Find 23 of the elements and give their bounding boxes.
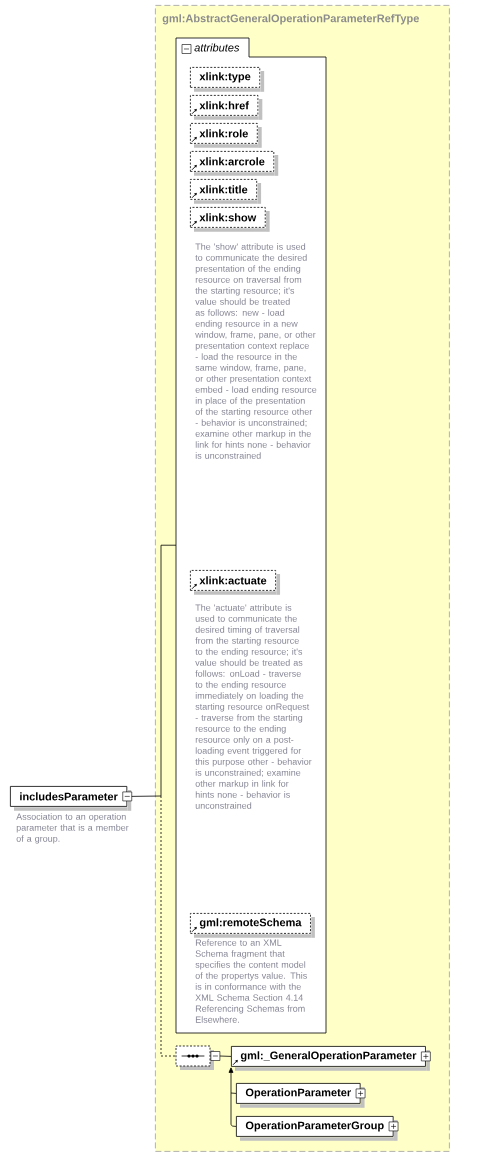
attribute-box: gml:remoteSchema — [190, 913, 315, 938]
arrow — [228, 1067, 234, 1094]
connector-line — [230, 1092, 237, 1094]
attribute-box: xlink:show — [190, 207, 270, 232]
attribute-box: xlink:arcrole — [190, 151, 279, 176]
connector-line — [131, 795, 162, 797]
element-box: OperationParameter — [236, 1083, 365, 1108]
element-box: includesParameter — [10, 786, 132, 811]
connector-line — [219, 1055, 232, 1057]
element-box: OperationParameterGroup — [236, 1116, 398, 1141]
attribute-box: xlink:type — [190, 67, 265, 92]
connector-line — [230, 1092, 237, 1127]
attribute-box: xlink:title — [190, 179, 262, 204]
annotation-text: Reference to an XML Schema fragment that specifies the content model of the propertys value. This is in conformance with the XML Schema Section 4.14 Referencing Schemas from Elsewhere. — [195, 939, 307, 1023]
annotation-text: Association to an operation parameter that is a member of a group. — [16, 813, 129, 844]
element-box: gml:_GeneralOperationParameter — [231, 1046, 430, 1071]
attribute-box: xlink:href — [190, 95, 263, 120]
attribute-box: xlink:role — [190, 123, 262, 148]
annotation-text: The 'show' attribute is used to communicate the desired presentation of the ending resource on traversal from the starting resource; it's value should be treated as follows: new - load ending resource in a new window, frame, pane, or other presentation context replace - load the resource in the same window, frame, pane, or other presentation context embed - load ending resource in place of the presentation of the starting resource other - behavior is unconstrained; examine other markup in the link for hints none - behavior is unconstrained — [195, 243, 317, 459]
connector-line — [160, 795, 176, 1057]
annotation-text: The 'actuate' attribute is used to communicate the desired timing of traversal from the starting resource to the ending resource; it's value should be treated as follows: onLoad - traverse to the ending resource immediately on loading the starting resource onRequest - traverse from the starting resource to the ending resource only on a post-loading event triggered for this purpose other - behavior is unconstrained; examine other markup in link for hints none - behavior is unconstrained — [195, 604, 312, 809]
attribute-box: xlink:actuate — [190, 570, 281, 595]
connector-line — [160, 544, 177, 797]
